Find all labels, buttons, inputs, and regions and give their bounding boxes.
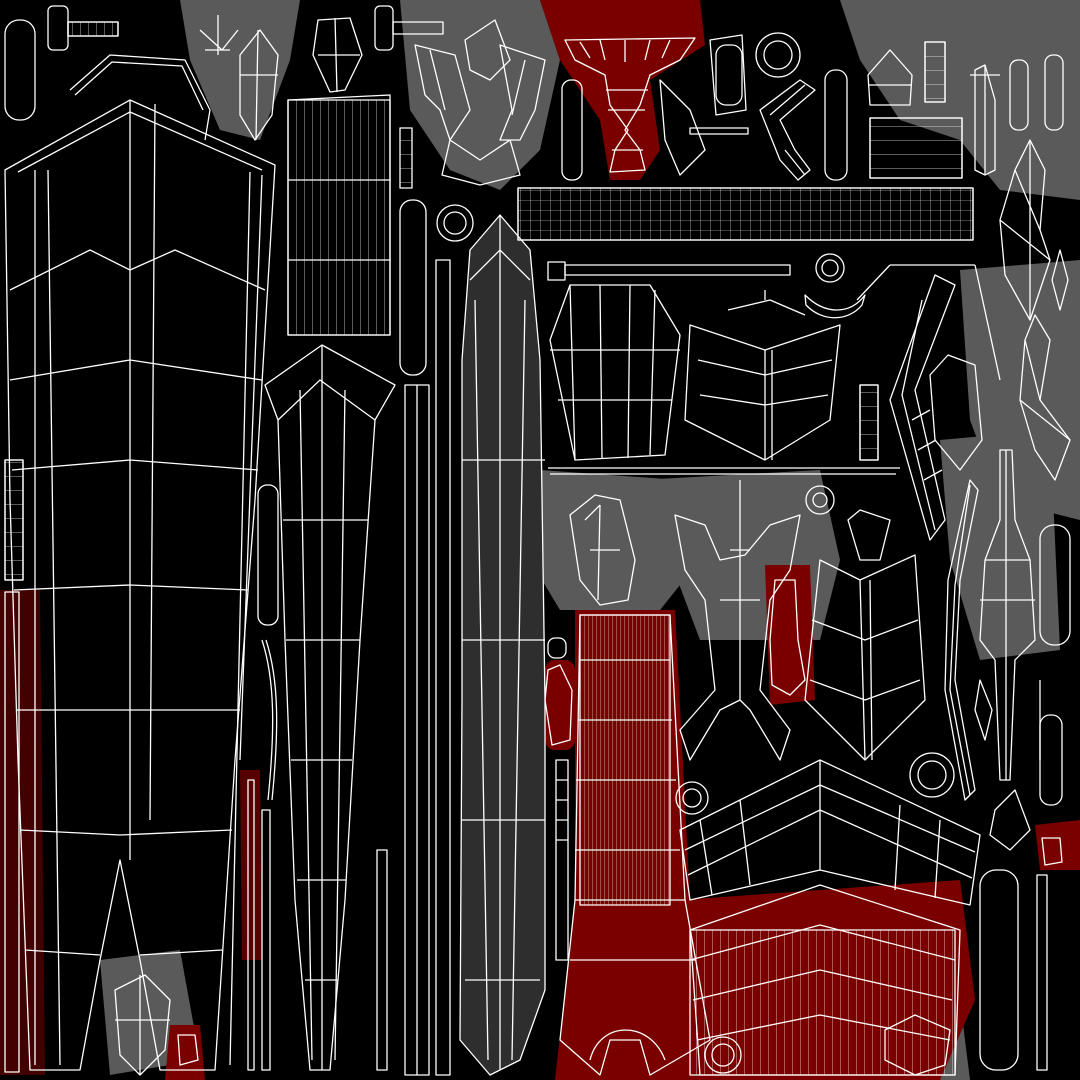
uv-island-rings <box>436 32 955 1074</box>
uv-island-strap <box>261 639 278 801</box>
uv-island-shield-block <box>549 284 681 461</box>
uv-island-curved-arm <box>889 274 956 541</box>
uv-island-book <box>684 290 841 461</box>
uv-island-rib-panel <box>287 94 391 336</box>
uv-island-tip-bottom <box>114 974 171 1076</box>
wireframe-group <box>4 5 1071 1076</box>
uv-island-book-vertical <box>804 554 926 761</box>
uv-island-spikes-top <box>199 15 1000 186</box>
uv-island-crescent <box>804 294 866 319</box>
uv-island-bolts <box>47 5 444 141</box>
uv-island-blade-middle <box>264 344 396 1071</box>
uv-island-strip-left <box>4 459 24 1073</box>
uv-island-small-shield <box>929 354 983 471</box>
uv-island-rod <box>547 261 900 475</box>
uv-island-ribbon <box>944 479 979 801</box>
uv-island-capsules <box>4 19 1071 1071</box>
uv-island-spearheads <box>544 509 993 746</box>
uv-island-hilt <box>674 480 801 761</box>
uv-island-pipe-elbow <box>759 79 816 181</box>
uv-island-skirt <box>689 884 961 1076</box>
uv-island-grid-bar <box>517 187 974 241</box>
uv-island-goblet <box>564 37 696 173</box>
uv-island-crystals <box>999 139 1071 481</box>
uv-island-torso-bottom <box>559 614 711 1076</box>
uv-island-thin-bars <box>856 264 1041 760</box>
uv-island-wing-tops <box>464 19 749 176</box>
uv-island-rib-blocks <box>859 41 963 461</box>
uv-island-hilt-vertical <box>979 449 1036 851</box>
uv-island-chest-plate <box>679 759 981 906</box>
uv-island-sword-blade <box>459 214 546 1076</box>
uv-island-poles <box>247 127 1048 1076</box>
uv-island-hood <box>569 494 636 606</box>
uv-island-leg-left <box>4 99 276 1071</box>
uv-island-bottom-block <box>177 837 1063 1076</box>
